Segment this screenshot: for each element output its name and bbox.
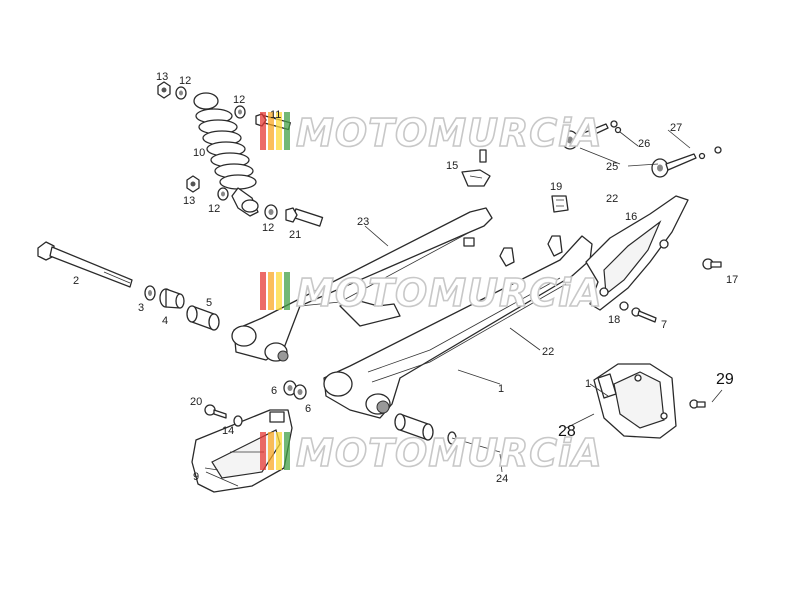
chain-guard-bolt-17	[702, 258, 722, 270]
watermark-bottom: MOTOMURCiA	[260, 430, 603, 476]
rear-spacer-tube	[394, 413, 501, 453]
callout-24: 24	[496, 473, 508, 485]
shock-washer-bottom-right	[264, 204, 278, 220]
callout-12: 12	[179, 75, 191, 87]
watermark-stripe	[284, 272, 290, 310]
callout-10: 10	[193, 147, 205, 159]
callout-9: 9	[193, 471, 199, 483]
washers-6	[283, 380, 307, 400]
small-bracket	[551, 195, 569, 213]
callout-22: 22	[606, 193, 618, 205]
callout-14: 14	[222, 425, 234, 437]
shock-nut-bottom	[186, 175, 200, 193]
shock-lower-bolt	[285, 207, 324, 227]
shock-spring	[195, 108, 257, 190]
watermark-stripe	[268, 112, 274, 150]
watermark-text: MOTOMURCiA	[296, 431, 603, 475]
callout-22: 22	[542, 346, 554, 358]
shock-washer-upper-right	[234, 105, 246, 119]
watermark-stripe	[260, 112, 266, 150]
callout-15: 15	[446, 160, 458, 172]
chain-guard-washer-18	[619, 301, 629, 311]
callout-29: 29	[716, 371, 734, 388]
callout-13: 13	[183, 195, 195, 207]
chain-adjuster-upper	[561, 123, 609, 150]
chain-guard-bolt-7	[631, 307, 657, 323]
leader-lines	[204, 129, 723, 473]
chain-guide-screw	[204, 404, 227, 419]
callout-26: 26	[638, 138, 650, 150]
watermark-stripe	[260, 432, 266, 470]
callout-13: 13	[156, 71, 168, 83]
watermark-middle: MOTOMURCiA	[260, 270, 603, 316]
callout-12: 12	[262, 222, 274, 234]
watermark-top: MOTOMURCiA	[260, 110, 603, 156]
watermark-stripe	[276, 432, 282, 470]
callout-7: 7	[661, 319, 667, 331]
shock-washer-bottom-left	[217, 187, 229, 201]
callout-17: 17	[726, 274, 738, 286]
callout-1: 1	[585, 378, 591, 390]
callout-21: 21	[289, 229, 301, 241]
callout-1: 1	[498, 383, 504, 395]
callout-20: 20	[190, 396, 202, 408]
watermark-stripe	[268, 432, 274, 470]
callout-2: 2	[73, 275, 79, 287]
callout-6: 6	[305, 403, 311, 415]
chain-adjuster-lower	[651, 153, 697, 178]
watermark-text: MOTOMURCiA	[296, 111, 603, 155]
chain-guard	[585, 195, 689, 311]
swingarm	[231, 207, 593, 419]
callout-27: 27	[670, 122, 682, 134]
pivot-washer	[144, 285, 156, 301]
swingarm-pivot-axle	[37, 241, 133, 288]
callout-4: 4	[162, 315, 168, 327]
callout-11: 11	[270, 109, 281, 121]
pivot-spacer-tube	[186, 305, 220, 331]
callout-12: 12	[208, 203, 220, 215]
shock-washer-top	[175, 86, 187, 100]
callout-19: 19	[550, 181, 562, 193]
callout-12: 12	[233, 94, 245, 106]
watermark-stripe	[268, 272, 274, 310]
caliper-bolt-29	[689, 399, 706, 409]
watermark-stripe	[260, 272, 266, 310]
callout-6: 6	[271, 385, 277, 397]
callout-labels: 13 12 12 11 10 13 12 12 21 2 3 4 5 23 15…	[73, 71, 738, 485]
callout-25: 25	[606, 161, 618, 173]
callout-18: 18	[608, 314, 620, 326]
caliper-bracket	[593, 363, 677, 439]
callout-23: 23	[357, 216, 369, 228]
chain-guide-washer	[233, 415, 243, 427]
watermark-stripe	[276, 272, 282, 310]
callout-5: 5	[206, 297, 212, 309]
shock-nut-top	[157, 81, 171, 99]
callout-16: 16	[625, 211, 637, 223]
callout-3: 3	[138, 302, 144, 314]
watermark-stripe	[276, 112, 282, 150]
adjuster-nuts	[610, 120, 722, 160]
chain-clip	[461, 149, 491, 187]
callout-28: 28	[558, 423, 576, 440]
pivot-bushing-flanged	[159, 288, 185, 309]
rear-shock-absorber	[193, 92, 259, 217]
watermark-text: MOTOMURCiA	[296, 271, 603, 315]
watermark-stripe	[284, 432, 290, 470]
watermark-stripe	[284, 112, 290, 150]
